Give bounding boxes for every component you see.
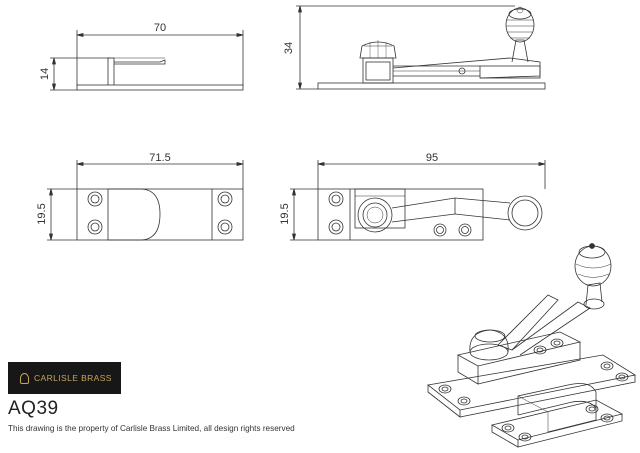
product-code: AQ39 — [8, 398, 59, 419]
copyright-note: This drawing is the property of Carlisle… — [8, 424, 295, 433]
isometric-view — [427, 243, 637, 448]
fastener-side-view: 34 — [283, 5, 546, 90]
brand-name: CARLISLE BRASS — [34, 373, 112, 383]
keep-width-label: 70 — [154, 22, 166, 34]
keep-top-height-label: 19.5 — [36, 203, 48, 224]
brand-emblem-icon — [20, 372, 29, 384]
keep-top-view: 71.5 19.5 — [36, 152, 244, 241]
fastener-height-label: 34 — [283, 42, 295, 54]
fastener-top-view: 95 19.5 — [279, 152, 546, 241]
keep-height-label: 14 — [39, 68, 51, 80]
keep-side-view: 70 14 — [39, 22, 244, 91]
fastener-top-width-label: 95 — [426, 152, 438, 164]
fastener-top-height-label: 19.5 — [279, 203, 291, 224]
keep-top-width-label: 71.5 — [149, 152, 170, 164]
brand-logo: CARLISLE BRASS — [8, 362, 121, 394]
